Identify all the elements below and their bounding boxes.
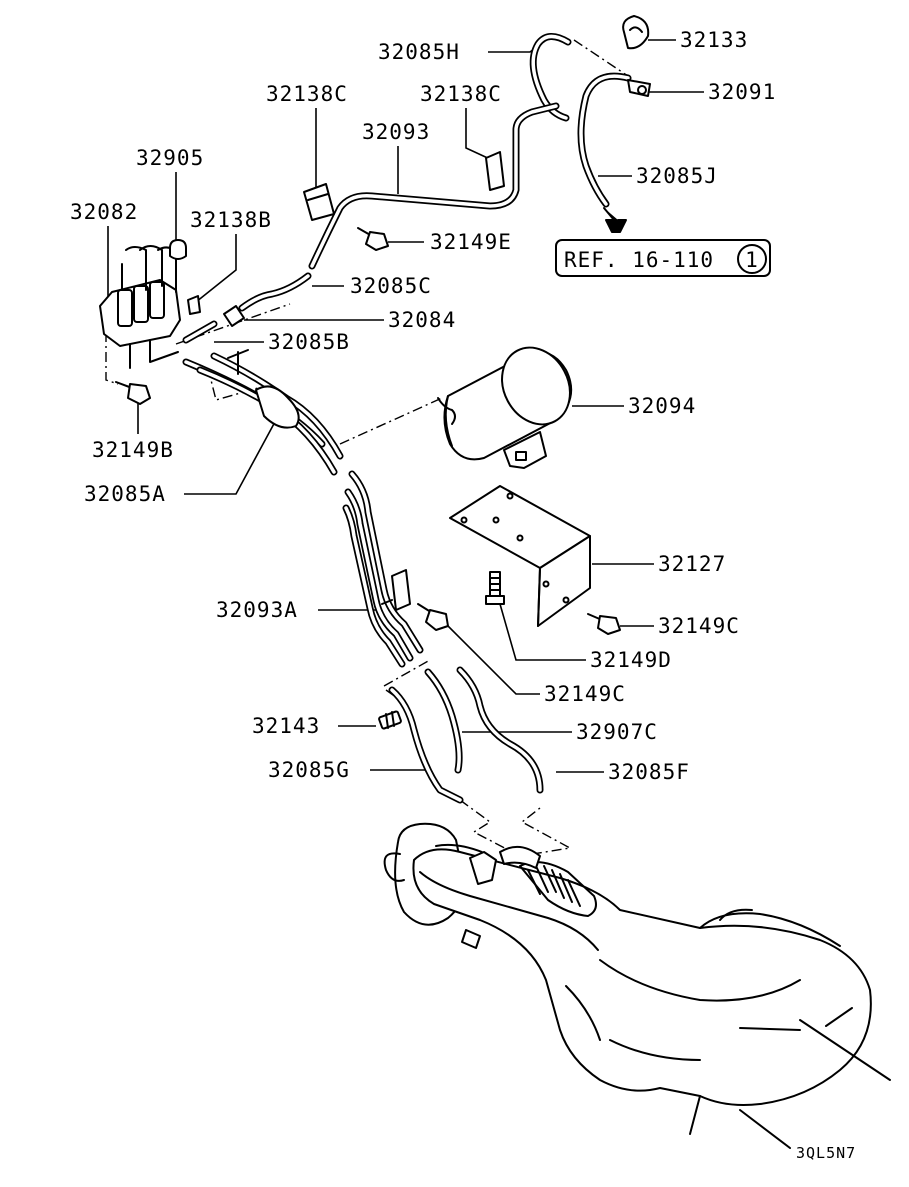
part-label-32085G: 32085G xyxy=(268,758,350,782)
part-label-32138C-left: 32138C xyxy=(266,82,348,106)
reference-circled-number: 1 xyxy=(745,248,759,272)
part-label-32094: 32094 xyxy=(628,394,696,418)
part-label-32093A: 32093A xyxy=(216,598,298,622)
bracket-32127 xyxy=(417,485,621,635)
part-label-32093: 32093 xyxy=(362,120,430,144)
solenoid-valve-assembly xyxy=(99,239,201,405)
lower-hoses xyxy=(378,666,544,804)
part-label-32085A: 32085A xyxy=(84,482,166,506)
upper-hoses xyxy=(529,15,651,233)
part-label-32084: 32084 xyxy=(388,308,456,332)
part-label-group: 32133 32085H 32091 32138C 32138C 32093 3… xyxy=(70,28,776,784)
part-label-32138C-right: 32138C xyxy=(420,82,502,106)
part-label-32085H: 32085H xyxy=(378,40,460,64)
part-label-32149C-right: 32149C xyxy=(658,614,740,638)
illustration-code: 3QL5N7 xyxy=(796,1144,856,1162)
pipe-32093 xyxy=(303,102,560,270)
part-label-32082: 32082 xyxy=(70,200,138,224)
reference-text: REF. 16-110 xyxy=(564,248,714,272)
part-label-32127: 32127 xyxy=(658,552,726,576)
leader-lines xyxy=(107,39,704,773)
part-label-32149C-center: 32149C xyxy=(544,682,626,706)
part-label-32149D: 32149D xyxy=(590,648,672,672)
part-label-32149B: 32149B xyxy=(92,438,174,462)
pipe-bundle-32093A xyxy=(342,470,424,668)
part-label-32143: 32143 xyxy=(252,714,320,738)
part-label-32085C: 32085C xyxy=(350,274,432,298)
part-label-32905: 32905 xyxy=(136,146,204,170)
canister-32094 xyxy=(437,346,573,469)
part-label-32085F: 32085F xyxy=(608,760,690,784)
rear-axle-housing xyxy=(383,822,891,1149)
reference-callout: REF. 16-110 1 xyxy=(555,239,771,277)
hose-bundle-32085A xyxy=(182,349,344,476)
hose-fittings xyxy=(182,227,389,344)
part-label-32138B: 32138B xyxy=(190,208,272,232)
part-label-32133: 32133 xyxy=(680,28,748,52)
part-label-32907C: 32907C xyxy=(576,720,658,744)
part-label-32091: 32091 xyxy=(708,80,776,104)
part-label-32149E: 32149E xyxy=(430,230,512,254)
part-label-32085B: 32085B xyxy=(268,330,350,354)
part-label-32085J: 32085J xyxy=(636,164,718,188)
